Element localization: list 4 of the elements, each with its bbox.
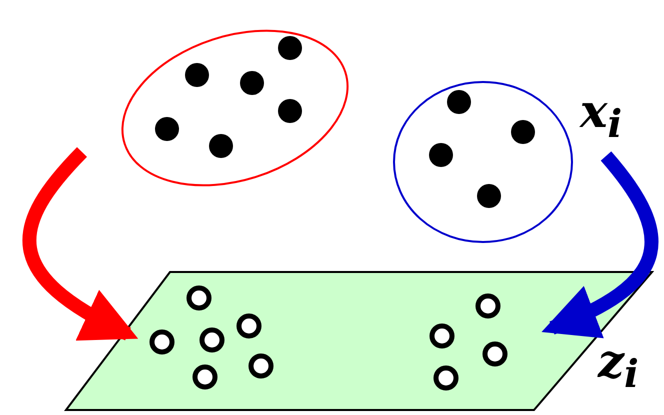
curved-arrow: [22, 147, 138, 340]
math-symbol: z$_{i}$: [598, 338, 639, 395]
curved-arrow: [542, 152, 658, 337]
math-symbol: x$_{i}$: [580, 88, 622, 145]
